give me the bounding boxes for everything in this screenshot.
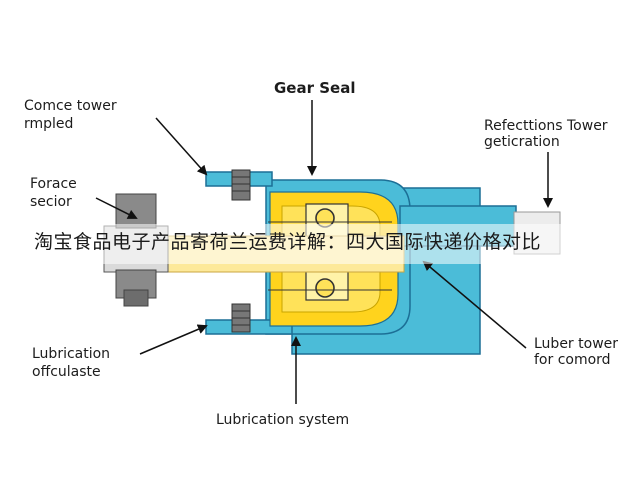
watermark-band (0, 224, 640, 264)
label-lubrication-line1: Lubrication (32, 346, 111, 362)
top-bolt (231, 169, 251, 201)
label-forace-line1: Forace (30, 176, 77, 192)
label-lubrication-system: Lubrication system (216, 412, 350, 428)
label-lubrication-line2: offculaste (32, 364, 101, 380)
watermark-caption: 淘宝食品电子产品寄荷兰运费详解：四大国际快递价格对比 (34, 231, 542, 253)
label-refections-line2: geticration (484, 134, 560, 150)
gear-base (123, 289, 149, 307)
label-refections-line1: Refecttions Tower (484, 118, 608, 134)
arrow-luber-tower (422, 260, 527, 349)
arrow-lubrication-offculaste (139, 324, 208, 355)
bearing-ball-3 (315, 278, 335, 298)
label-luber-line2: for comord (534, 352, 611, 368)
leader-arrows (95, 100, 553, 404)
arrow-comce-tower (155, 117, 208, 176)
gear-seal-title: Gear Seal (274, 79, 356, 97)
label-comce-tower-line1: Comce tower (24, 98, 117, 114)
label-forace-line2: secior (30, 194, 72, 210)
label-luber-line1: Luber tower (534, 336, 619, 352)
arrow-forace-secior (95, 197, 138, 219)
label-comce-tower-line2: rmpled (24, 116, 74, 132)
bottom-bolt (231, 303, 251, 333)
